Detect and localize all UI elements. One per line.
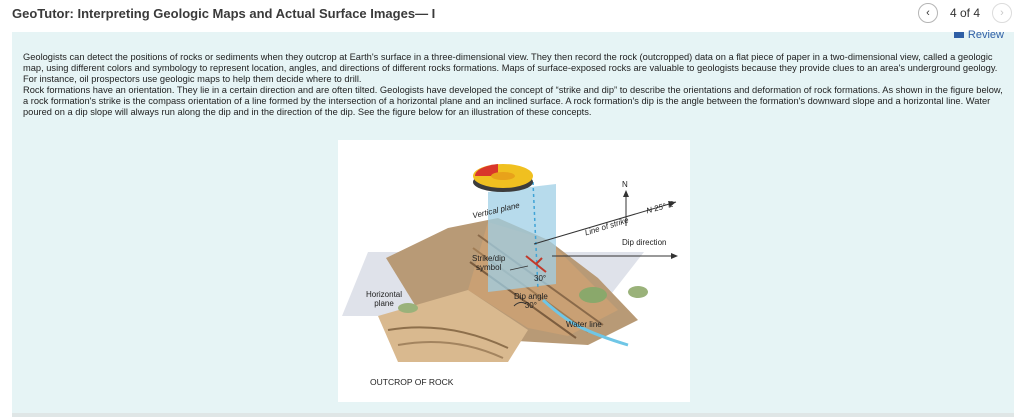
dip-angle-label: Dip angle 30° xyxy=(514,292,548,310)
vertical-plane-shape xyxy=(488,184,556,292)
north-arrowhead xyxy=(623,190,629,197)
dip-angle-text: Dip angle xyxy=(514,292,548,301)
outcrop-illustration xyxy=(338,164,678,402)
shrub-3 xyxy=(398,303,418,313)
chevron-right-icon: › xyxy=(1000,7,1004,19)
bottom-divider xyxy=(12,413,1014,417)
chevron-left-icon: ‹ xyxy=(926,7,930,19)
dip-direction-label: Dip direction xyxy=(622,238,667,247)
shrub-1 xyxy=(579,287,607,303)
water-drop-line xyxy=(532,181,539,291)
dip-angle-arc xyxy=(513,301,527,307)
symbol-angle-label: 30° xyxy=(534,274,547,283)
content-panel: Review Geologists can detect the positio… xyxy=(12,29,1014,415)
page-count: 4 of 4 xyxy=(949,6,980,20)
review-link[interactable]: Review xyxy=(953,29,1004,41)
figure-caption: OUTCROP OF ROCK xyxy=(370,377,454,387)
intro-text: Geologists can detect the positions of r… xyxy=(23,52,1008,119)
front-stratum-2 xyxy=(397,341,504,359)
compass-device-red-half xyxy=(474,164,498,176)
compass-device-dial xyxy=(491,172,515,180)
top-bar: GeoTutor: Interpreting Geologic Maps and… xyxy=(0,0,1024,30)
strike-arrowhead xyxy=(668,201,676,207)
horizontal-plane-label: Horizontal plane xyxy=(366,290,402,308)
paragraph-geologic-maps: Geologists can detect the positions of r… xyxy=(23,52,998,85)
next-page-button[interactable]: › xyxy=(992,3,1012,23)
symbol-leader-line xyxy=(509,265,529,271)
horizontal-plane-line2: plane xyxy=(374,299,394,308)
dip-angle-value: 30° xyxy=(524,301,537,310)
water-line-path xyxy=(541,298,629,347)
north-label: N xyxy=(622,180,628,189)
horizontal-plane-line1: Horizontal xyxy=(366,290,403,299)
strike-line xyxy=(533,201,677,245)
shrub-2 xyxy=(628,286,648,298)
strike-dip-symbol-line1: Strike/dip xyxy=(472,254,506,263)
stratum-line-3 xyxy=(469,261,577,339)
water-line-label: Water line xyxy=(566,320,602,329)
review-icon xyxy=(953,32,964,38)
pagination: ‹ 4 of 4 › xyxy=(917,3,1012,23)
review-label: Review xyxy=(967,29,1004,41)
page-title: GeoTutor: Interpreting Geologic Maps and… xyxy=(12,6,436,21)
strike-dip-symbol-tick xyxy=(535,257,543,265)
strike-dip-symbol-label: Strike/dip symbol xyxy=(472,254,505,272)
dip-direction-arrowhead xyxy=(671,253,678,259)
strike-dip-figure: Vertical plane N Line of strike N 25° E … xyxy=(338,140,690,402)
strike-dip-symbol-line2: symbol xyxy=(476,263,502,272)
paragraph-strike-dip: Rock formations have an orientation. The… xyxy=(23,85,1003,118)
front-stratum-1 xyxy=(387,326,509,349)
prev-page-button[interactable]: ‹ xyxy=(917,3,938,23)
